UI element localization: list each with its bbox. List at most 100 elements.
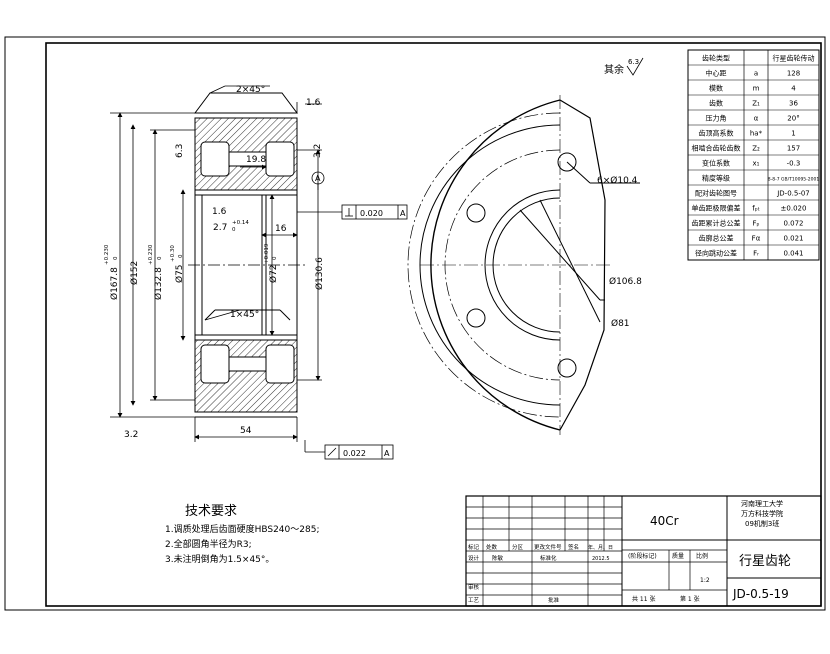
len-1-6-label: 1.6 [212,207,227,217]
cell-count: 处数 [486,543,498,551]
rough-right-label: 3.2 [313,144,323,158]
param-cell-10-0: 单齿距极限偏差 [692,204,741,213]
sheet-number: 第 1 张 [680,595,700,603]
sheets-total: 共 11 张 [632,595,655,603]
tech-item-2: 2.全部圆角半径为R3; [165,538,252,550]
param-cell-8-0: 精度等级 [702,174,730,183]
rough-bottom-label: 3.2 [124,430,138,440]
cell-process: 工艺 [468,597,480,604]
len-16-label: 16 [275,224,287,234]
param-cell-9-2: JD-0.5-07 [776,190,810,198]
param-cell-0-2: 行星齿轮传动 [773,54,815,63]
param-cell-5-2: 1 [791,130,795,138]
chamfer-mid-label: 1×45° [230,310,259,320]
param-cell-6-2: 157 [787,145,800,153]
param-cell-11-1: Fₚ [752,220,759,228]
len-2-7-tol-lo: 0 [232,227,236,233]
weight-label: 质量 [672,552,684,560]
outer-frame [4,36,826,611]
param-cell-3-2: 36 [789,100,798,108]
param-cell-10-1: fₚₜ [752,205,760,213]
param-cell-13-2: 0.041 [783,250,803,258]
drawing-number: JD-0.5-19 [732,587,789,601]
perpendicularity-frame: 0.020 A [341,204,408,220]
dia-152-label: Ø152 [129,261,140,285]
dia-72-label: Ø72 [268,264,279,283]
rough-top-label: 6.3 [175,144,185,158]
title-block [465,495,822,607]
dia-106-label: Ø106.8 [609,276,642,287]
cell-approve: 批准 [548,596,560,604]
svg-text:其余: 其余 [604,63,624,76]
school-line-1: 河南理工大学 [741,499,783,508]
dia-72-tol-lo: 0 [272,256,278,260]
cell-doc: 更改文件号 [534,543,562,551]
cell-date: 年、月、日 [588,544,613,551]
param-cell-3-1: Z₁ [752,100,760,108]
param-cell-12-2: 0.021 [783,235,803,243]
stage-mark: (阶段标记) [628,552,657,560]
cell-design: 设计 [468,554,480,562]
svg-text:A: A [384,449,390,458]
param-cell-13-1: Fᵣ [753,250,759,258]
tech-item-3: 3.未注明倒角为1.5×45°。 [165,553,274,565]
cell-date2: 2012.5 [592,556,610,562]
runout-frame: 0.022 A [324,444,394,460]
param-cell-2-2: 4 [791,85,796,93]
dia-75-label: Ø75 [174,264,185,283]
cell-standard: 标准化 [540,554,557,562]
param-cell-7-1: x₁ [753,160,760,168]
part-name: 行星齿轮 [739,554,791,569]
corner-roughness-note: 其余 6.3 [604,57,644,76]
svg-text:0.022: 0.022 [343,449,366,458]
school-line-3: 09机制3班 [745,519,779,528]
svg-text:0.020: 0.020 [360,209,383,218]
param-cell-11-0: 齿距累计总公差 [692,219,741,228]
len-54-label: 54 [240,426,252,436]
svg-text:A: A [400,209,406,218]
svg-text:6.3: 6.3 [628,58,639,66]
cell-designer: 陈敏 [492,554,504,562]
front-view [407,95,640,435]
param-cell-9-0: 配对齿轮图号 [695,189,737,198]
width-1-6-label: 1.6 [306,98,321,108]
svg-text:A: A [315,174,321,183]
tech-item-1: 1.调质处理后齿面硬度HBS240～285; [165,523,319,535]
left-dimensions [110,85,342,453]
cell-check: 审核 [468,583,480,591]
dia-81-label: Ø81 [611,318,630,329]
dia-132-tol-lo: 0 [157,256,163,260]
material: 40Cr [650,514,679,528]
param-cell-5-1: ha* [750,130,763,138]
cell-mark: 标记 [468,543,480,551]
param-cell-10-2: ±0.020 [781,205,807,213]
cell-zone: 分区 [512,543,524,551]
dia-72-tol-up: +0.019 [264,243,270,264]
param-cell-12-0: 齿廓总公差 [699,234,734,243]
param-cell-2-1: m [753,85,760,93]
param-cell-13-0: 径向跳动公差 [695,249,737,258]
dia-132-label: Ø132.8 [153,267,164,300]
param-cell-1-2: 128 [787,70,800,78]
dia-167-tol-lo: 0 [113,256,119,260]
ratio-label: 比例 [696,552,708,560]
param-cell-8-2: 8-8-7 GB/T10095-2001 [768,177,820,183]
scale: 1:2 [700,577,710,584]
param-cell-2-0: 模数 [709,84,723,93]
school-line-2: 万方科技学院 [741,509,783,518]
holes-label: 6×Ø10.4 [597,175,638,186]
tech-requirements: 技术要求 1.调质处理后齿面硬度HBS240～285; 2.全部圆角半径为R3;… [165,504,319,565]
param-cell-11-2: 0.072 [783,220,803,228]
param-cell-0-0: 齿轮类型 [702,54,730,63]
cell-sign: 签名 [568,543,579,551]
len-2-7-tol-up: +0.14 [232,220,249,226]
param-cell-6-0: 相啮合齿轮齿数 [692,144,741,153]
tech-title: 技术要求 [185,504,237,519]
param-cell-7-0: 变位系数 [702,159,730,168]
param-cell-4-1: α [754,115,759,123]
title-block-text: 40Cr 河南理工大学 万方科技学院 09机制3班 行星齿轮 JD-0.5-19… [468,499,791,604]
front-view-labels: 6×Ø10.4 Ø106.8 Ø81 [597,175,642,329]
dia-167-tol-up: +0.230 [104,244,110,265]
